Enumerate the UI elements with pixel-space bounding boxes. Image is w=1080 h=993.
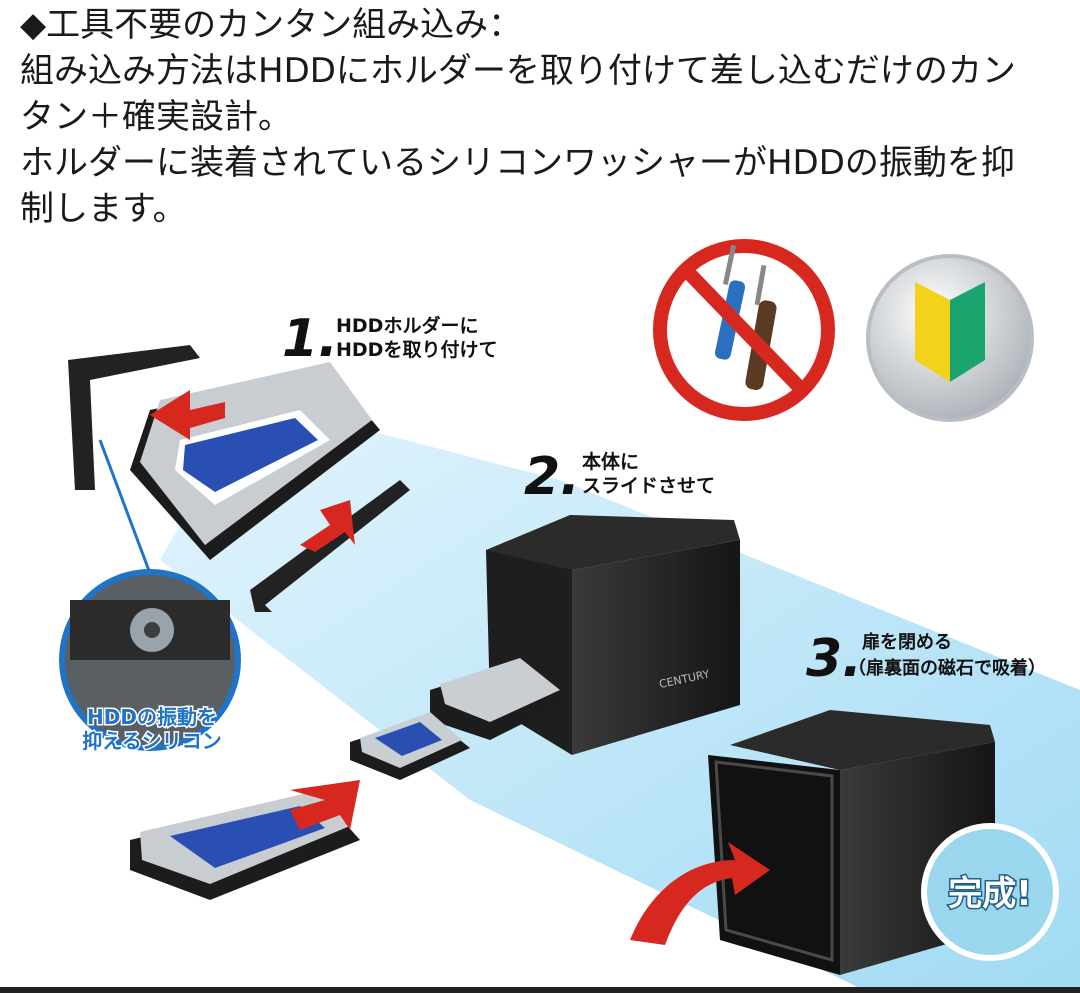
intro-line-2: タン＋確実設計。: [20, 97, 292, 137]
complete-badge: [921, 823, 1059, 961]
intro-line-4: 制します。: [20, 189, 187, 229]
step1-number: 1.: [282, 309, 338, 369]
bottom-rule: [0, 987, 1080, 993]
intro-text: ◆工具不要のカンタン組み込み： 組み込み方法はHDDにホルダーを取り付けて差し込…: [20, 2, 1070, 232]
step3-number: 3.: [806, 629, 862, 689]
hdd-enclosure-closed: [708, 710, 995, 975]
step2-line2: スライドさせて: [582, 475, 715, 497]
callout-label-line1: HDDの振動を: [87, 705, 217, 729]
intro-line-3: ホルダーに装着されているシリコンワッシャーがHDDの振動を抑: [20, 143, 1015, 183]
step2-number: 2.: [524, 447, 580, 507]
red-arrow-close: [630, 842, 770, 945]
step1-line2: HDDを取り付けて: [336, 338, 497, 361]
red-arrow-left: [150, 390, 225, 440]
step3-line2: （扉裏面の磁石で吸着）: [848, 657, 1046, 679]
complete-badge-label: 完成!: [948, 874, 1032, 914]
intro-line-1: 組み込み方法はHDDにホルダーを取り付けて差し込むだけのカン: [20, 51, 1016, 91]
step2-line1: 本体に: [582, 450, 639, 473]
red-arrow-insert: [290, 780, 360, 830]
red-arrow-right: [300, 500, 355, 552]
silicone-callout-circle: [59, 569, 241, 751]
intro-heading: ◆工具不要のカンタン組み込み：: [20, 5, 523, 45]
step3-line1: 扉を閉める: [862, 631, 952, 653]
no-tools-icon: [653, 239, 835, 421]
callout-label-line2: 抑えるシリコン: [82, 729, 221, 753]
step1-line1: HDDホルダーに: [336, 314, 478, 337]
beginner-mark-icon: [866, 254, 1034, 422]
